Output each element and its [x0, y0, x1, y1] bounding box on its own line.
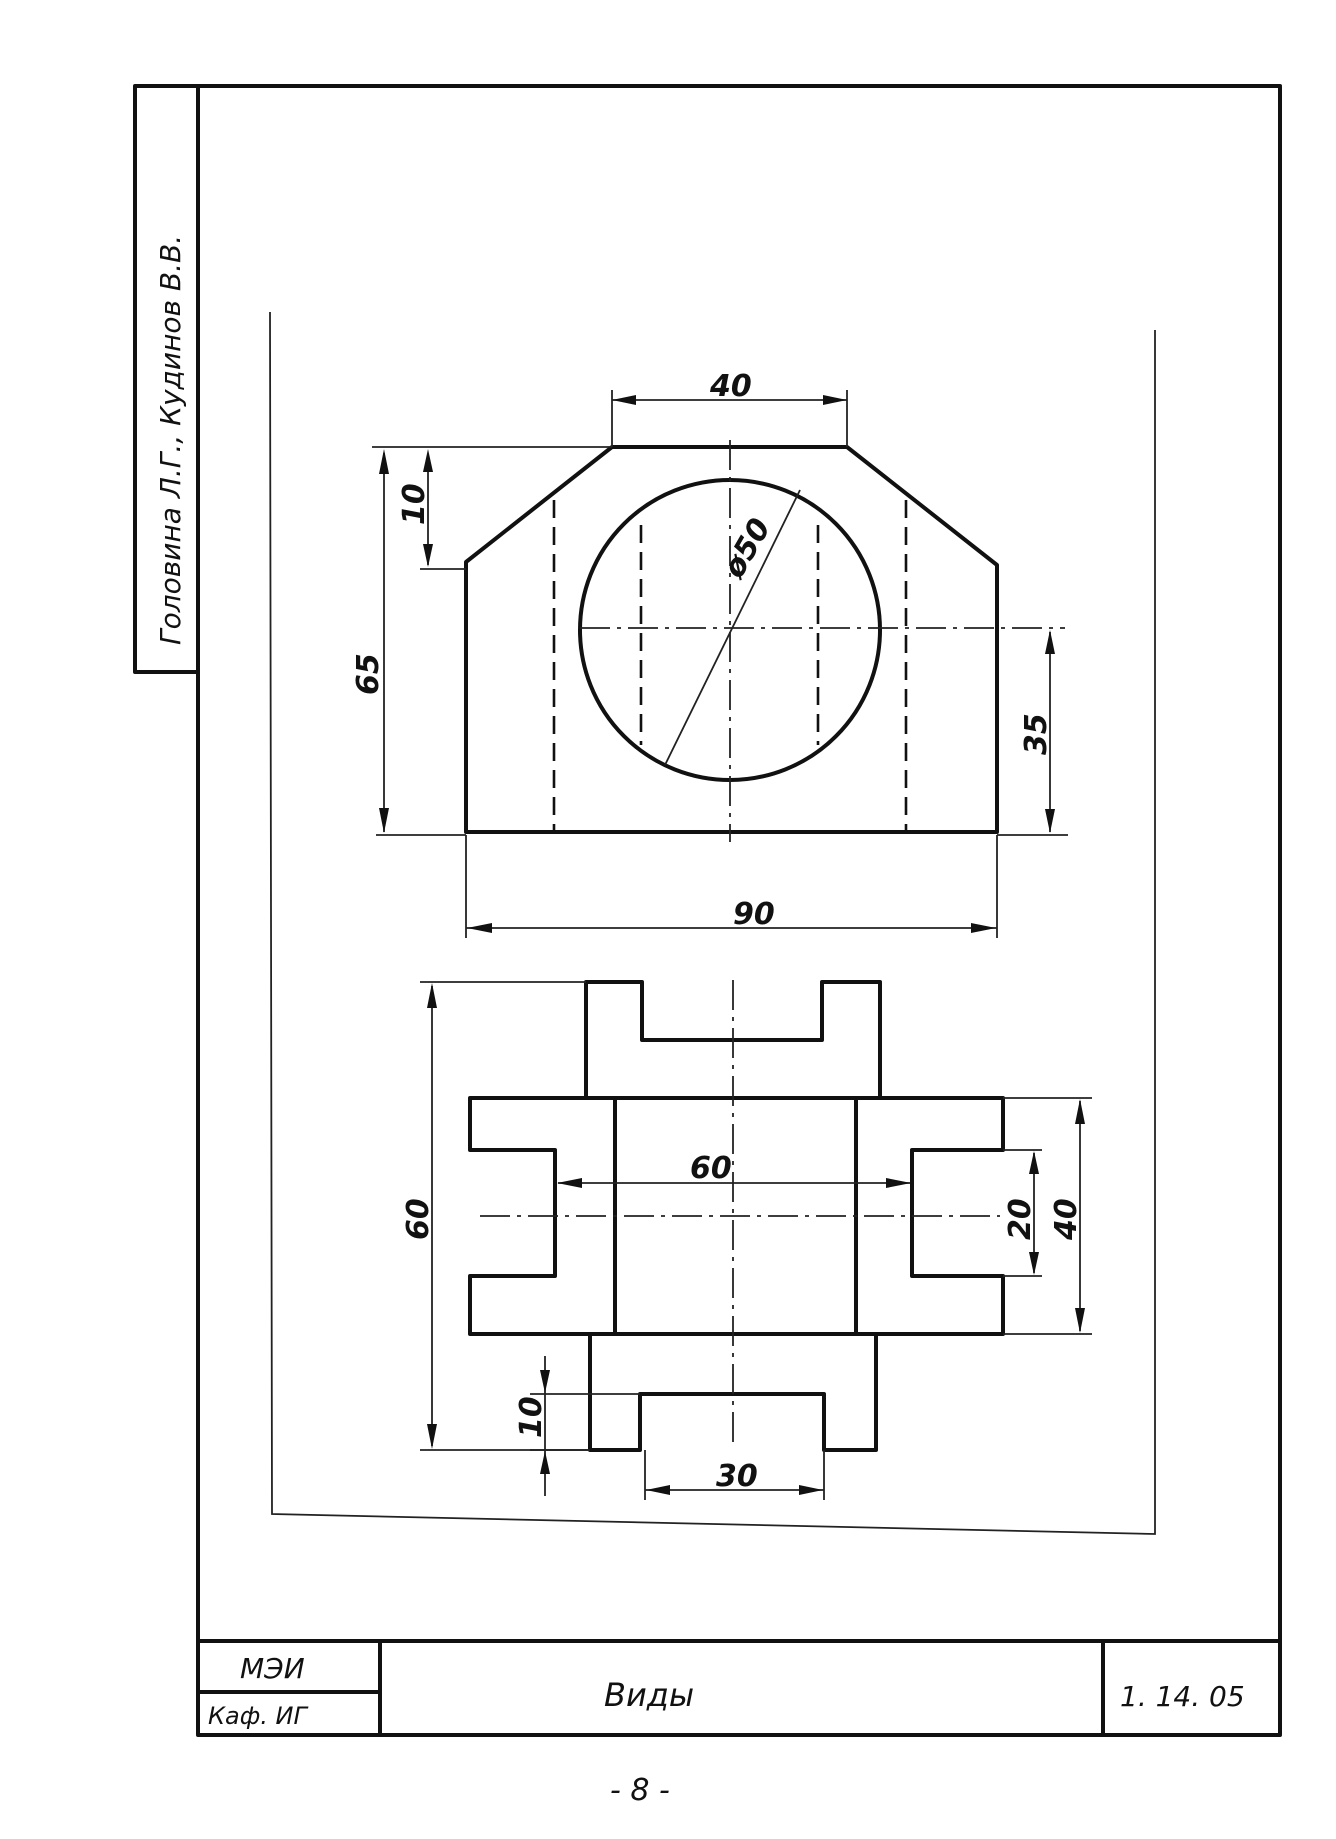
arrow-icon	[1045, 809, 1055, 833]
arrow-icon	[1029, 1252, 1039, 1275]
arrow-icon	[423, 449, 433, 472]
arrow-icon	[540, 1451, 550, 1474]
arrow-icon	[379, 449, 389, 474]
arrow-icon	[799, 1485, 823, 1495]
dim-slot: 20	[1003, 1198, 1038, 1240]
arrow-icon	[646, 1485, 670, 1495]
front-view: 40 10 65 ø50 35 90	[351, 369, 1068, 938]
dim-width: 90	[733, 897, 775, 932]
dim-bottom-slot: 30	[716, 1459, 758, 1494]
arrow-icon	[540, 1370, 550, 1393]
author-box	[133, 84, 200, 674]
arrow-icon	[557, 1178, 582, 1188]
dim-width-top: 40	[1049, 1198, 1084, 1241]
arrow-icon	[612, 395, 636, 405]
sheet-frame	[196, 84, 1282, 1737]
arrow-icon	[971, 923, 996, 933]
arrow-icon	[379, 808, 389, 833]
bottom-tab	[588, 1334, 878, 1452]
drawing-title: Виды	[604, 1676, 694, 1714]
drawing-code: 1. 14. 05	[1120, 1680, 1245, 1713]
dim-inner: 60	[690, 1151, 732, 1186]
front-outline	[464, 445, 999, 834]
org-label: МЭИ	[240, 1652, 305, 1685]
dim-shoulder: 10	[397, 483, 432, 525]
arrow-icon	[1075, 1099, 1085, 1124]
diameter-leader	[664, 489, 801, 766]
arrow-icon	[1045, 630, 1055, 654]
arrow-icon	[886, 1178, 911, 1188]
arrow-icon	[467, 923, 492, 933]
arrow-icon	[427, 1424, 437, 1449]
arrow-icon	[427, 983, 437, 1008]
arrow-icon	[823, 395, 847, 405]
authors-text: Головина Л.Г., Кудинов В.В.	[154, 235, 187, 645]
arrow-icon	[1029, 1151, 1039, 1174]
dim-length: 60	[401, 1198, 436, 1240]
top-view: 60 60 20 40 10 30	[401, 980, 1092, 1500]
dim-top-width: 40	[709, 369, 752, 404]
page-number: - 8 -	[610, 1773, 670, 1808]
dept-label: Каф. ИГ	[208, 1702, 308, 1730]
arrow-icon	[1075, 1308, 1085, 1333]
dim-diameter: ø50	[716, 512, 778, 584]
top-tab	[584, 980, 882, 1098]
title-block: МЭИ Каф. ИГ Виды 1. 14. 05	[198, 1639, 1280, 1735]
dim-height: 65	[351, 653, 386, 695]
inner-border	[269, 311, 1156, 1535]
arrow-icon	[423, 544, 433, 567]
dim-tab: 10	[514, 1396, 549, 1438]
dim-axis-height: 35	[1019, 713, 1054, 755]
